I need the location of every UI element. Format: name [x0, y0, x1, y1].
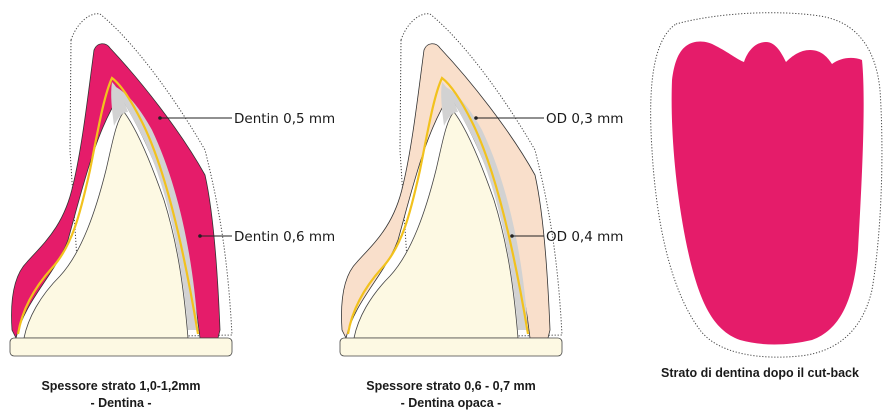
label-od-03: OD 0,3 mm	[546, 111, 623, 127]
leader-dot-2	[198, 234, 202, 238]
gray-gap	[444, 86, 528, 330]
tooth-outline-dotted	[69, 13, 233, 339]
core	[353, 111, 519, 339]
base-plate	[339, 337, 563, 357]
gray-gap	[114, 86, 198, 330]
label-dentin-06: Dentin 0,6 mm	[234, 229, 335, 245]
yellow-boundary	[16, 76, 200, 335]
caption-line-1: Strato di dentina dopo il cut-back	[661, 366, 859, 380]
opaque-dentin-layer	[341, 43, 551, 340]
tooth-outline-dotted	[399, 13, 563, 339]
figure-opaque-dentin: OD 0,3 mm OD 0,4 mm	[339, 13, 623, 357]
figure-dentin: Dentin 0,5 mm Dentin 0,6 mm	[9, 13, 335, 357]
leader-dot-1	[474, 116, 478, 120]
caption-opaque-dentin: Spessore strato 0,6 - 0,7 mm - Dentina o…	[335, 378, 567, 412]
core	[23, 111, 189, 339]
caption-line-2: - Dentina opaca -	[400, 396, 502, 410]
caption-dentin: Spessore strato 1,0-1,2mm - Dentina -	[10, 378, 232, 412]
figure-cut-back	[650, 12, 883, 358]
yellow-boundary	[346, 76, 530, 335]
gray-tip	[441, 82, 458, 126]
gray-tip	[111, 82, 128, 126]
cut-back-outline-dotted	[650, 12, 883, 358]
dentin-layer	[11, 43, 221, 340]
caption-cut-back: Strato di dentina dopo il cut-back	[640, 365, 880, 382]
caption-line-1: Spessore strato 0,6 - 0,7 mm	[366, 379, 536, 393]
caption-line-1: Spessore strato 1,0-1,2mm	[41, 379, 201, 393]
dentin-cut-back-shape	[671, 41, 864, 345]
label-od-04: OD 0,4 mm	[546, 229, 623, 245]
leader-dot-1	[158, 116, 162, 120]
label-dentin-05: Dentin 0,5 mm	[234, 111, 335, 127]
base-plate	[9, 337, 233, 357]
leader-dot-2	[510, 234, 514, 238]
caption-line-2: - Dentina -	[90, 396, 152, 410]
